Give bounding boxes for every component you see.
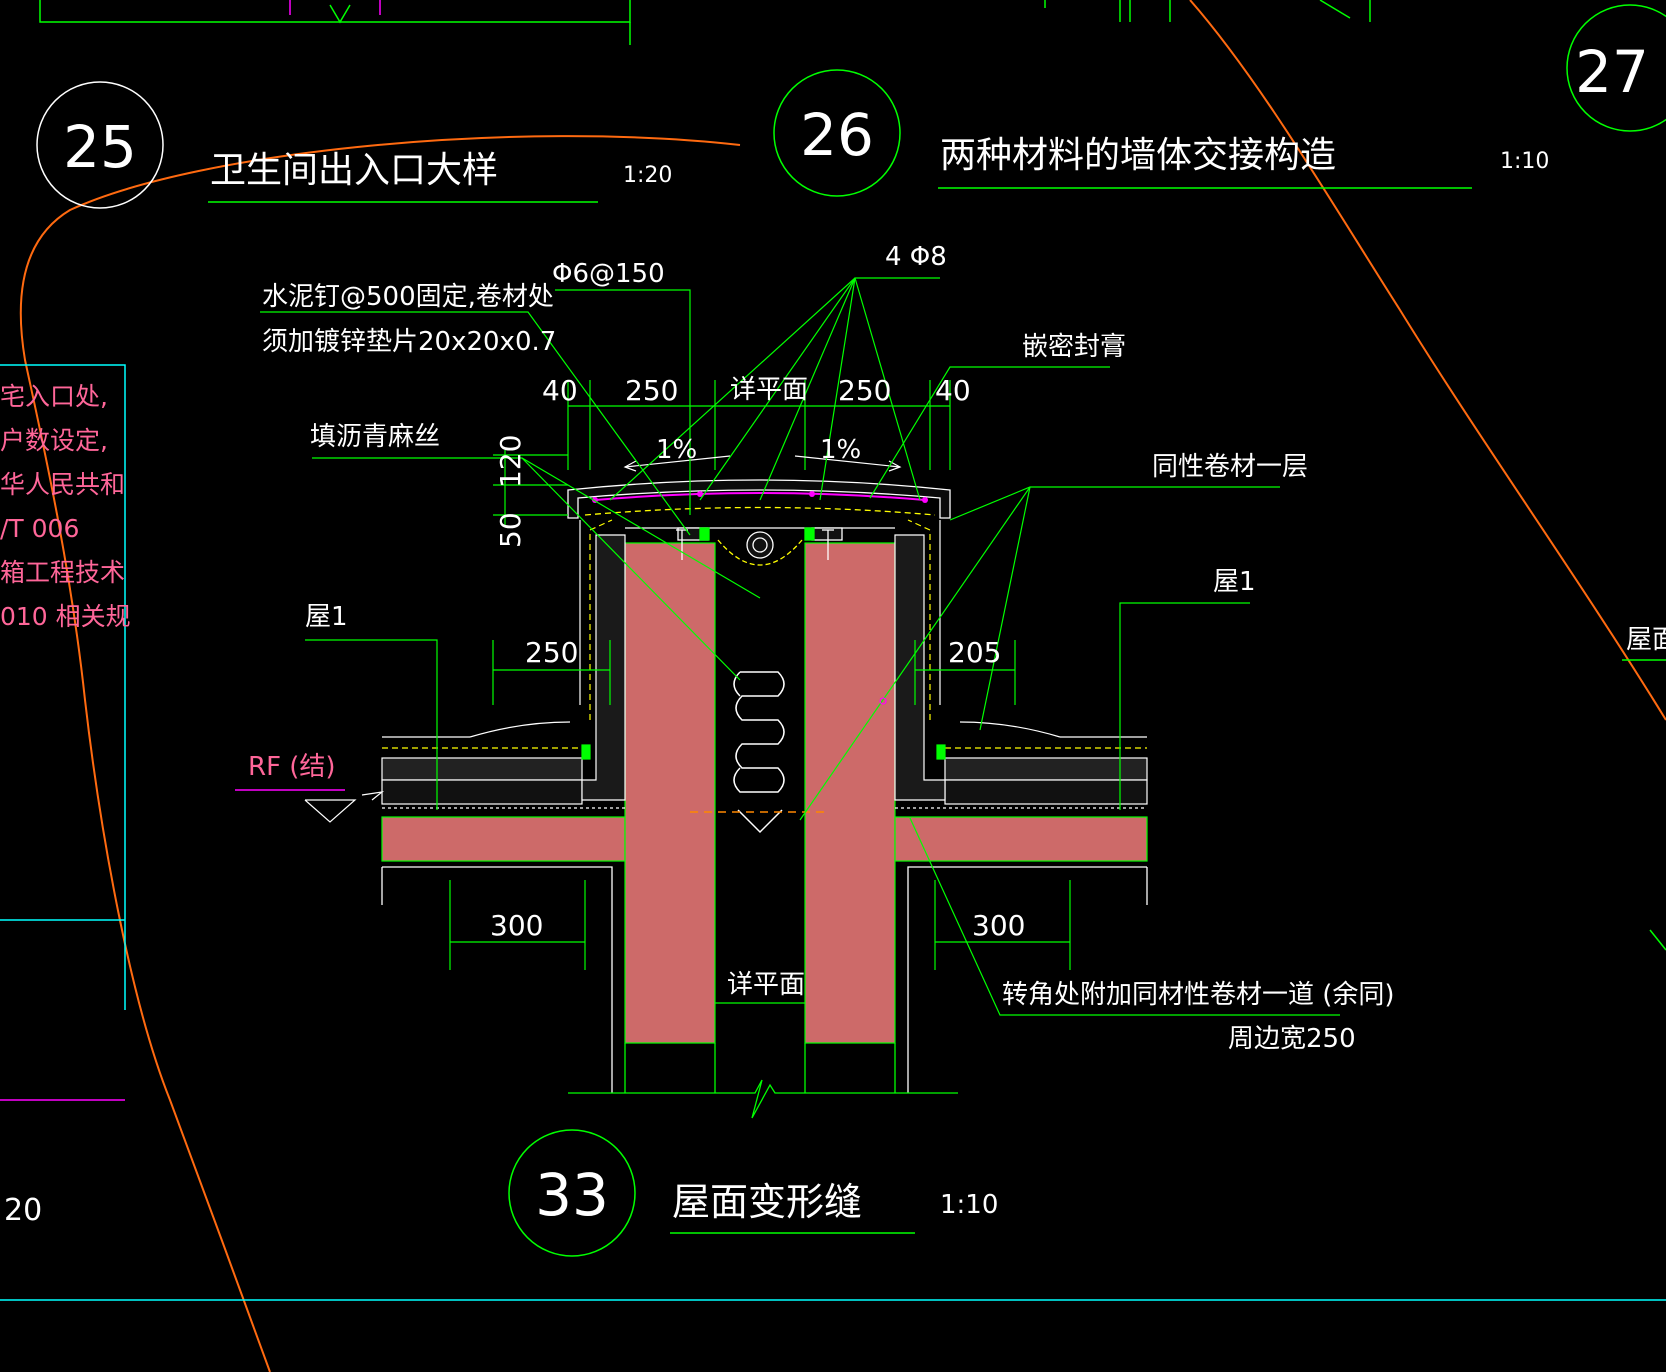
roof-layers-left <box>381 721 625 809</box>
left-note-line1: 宅入口处, <box>0 382 108 411</box>
see-plan-top-label: 详平面 <box>730 375 808 405</box>
dim-300-left: 300 <box>490 909 543 942</box>
left-notes: 宅入口处, 户数设定, 华人民共和 /T 006 箱工程技术 010 相关规 <box>0 382 131 631</box>
membrane-label: 同性卷材一层 <box>1152 452 1308 482</box>
nail-note-line2: 须加镀锌垫片20x20x0.7 <box>262 327 556 357</box>
sealant-label: 嵌密封膏 <box>1022 332 1126 362</box>
deformation-joint-section <box>235 277 1340 1119</box>
detail-26-number: 26 <box>800 101 874 169</box>
dim-205-right: 205 <box>948 636 1001 669</box>
left-note-line5: 箱工程技术 <box>0 558 125 587</box>
rf-level-label: RF (结) <box>248 752 336 782</box>
corner-note-line2: 周边宽250 <box>1228 1024 1356 1054</box>
leader-lines <box>260 277 1340 1016</box>
asphalt-filler-label: 填沥青麻丝 <box>310 422 440 452</box>
joint-bottom-v <box>737 809 783 834</box>
nail-note-line1: 水泥钉@500固定,卷材处 <box>262 282 554 312</box>
detail-26-scale: 1:10 <box>1500 149 1549 174</box>
detail-33-number: 33 <box>535 1161 609 1229</box>
detail-27-number: 27 <box>1575 38 1649 106</box>
top-dimension-lines <box>493 380 951 525</box>
dim-250-top-right: 250 <box>838 374 891 407</box>
roof-label-right: 屋1 <box>1213 567 1256 597</box>
rebar-main-label: 4 Φ8 <box>885 242 947 272</box>
detail-25-number: 25 <box>63 113 137 181</box>
dim-50: 50 <box>494 512 527 548</box>
joint-bellows <box>733 671 785 793</box>
see-plan-bottom-label: 详平面 <box>727 970 805 1000</box>
rf-level-marker <box>235 789 385 823</box>
structure-outlines <box>381 866 1148 1119</box>
dim-300-right: 300 <box>972 909 1025 942</box>
dim-250-top-left: 250 <box>625 374 678 407</box>
left-note-line3: 华人民共和 <box>0 470 125 499</box>
slope-right-label: 1% <box>820 435 861 465</box>
detail-25-name: 卫生间出入口大样 <box>210 150 498 191</box>
top-fragments <box>39 0 1371 45</box>
detail-33-annotations: 水泥钉@500固定,卷材处 须加镀锌垫片20x20x0.7 Φ6@150 4 Φ… <box>248 242 1395 1054</box>
slope-arrows <box>623 455 902 472</box>
upstand-insulation <box>579 519 946 801</box>
reference-point-marker <box>879 697 887 705</box>
detail-25-scale: 1:20 <box>623 163 672 188</box>
detail-33-scale: 1:10 <box>940 1190 998 1220</box>
dim-120: 120 <box>494 435 527 488</box>
orange-boundary-curve-right <box>1189 0 1666 721</box>
detail-26-name: 两种材料的墙体交接构造 <box>940 135 1336 176</box>
left-bottom-scale: 20 <box>4 1193 42 1228</box>
dim-250-left: 250 <box>525 636 578 669</box>
dim-40-left: 40 <box>542 374 578 407</box>
dim-40-right: 40 <box>935 374 971 407</box>
side-dimension-lines <box>449 640 1071 1004</box>
detail-26-title: 26 两种材料的墙体交接构造 1:10 <box>773 69 1549 197</box>
roof-label-left: 屋1 <box>305 602 348 632</box>
concrete-structure <box>381 542 1148 1044</box>
left-note-line2: 户数设定, <box>0 426 108 455</box>
right-edge-label: 屋面 <box>1626 625 1666 655</box>
left-note-line6: 010 相关规 <box>0 602 131 631</box>
detail-25-title: 25 卫生间出入口大样 1:20 <box>36 81 672 209</box>
orange-boundary-curve-left <box>19 135 741 1372</box>
roof-layers-right <box>895 721 1148 809</box>
corner-note-line1: 转角处附加同材性卷材一道 (余同) <box>1002 980 1395 1010</box>
detail-33-title: 33 屋面变形缝 1:10 <box>508 1129 998 1257</box>
joint-cover-cap <box>567 479 951 566</box>
right-edge-fragment: 屋面 <box>1622 625 1666 951</box>
detail-33-name: 屋面变形缝 <box>672 1180 862 1224</box>
left-note-line4: /T 006 <box>0 514 79 543</box>
left-note-box <box>0 364 126 1010</box>
detail-27-title: 27 <box>1566 4 1666 132</box>
rebar-stirrup-label: Φ6@150 <box>552 259 665 289</box>
dimension-labels: 40 250 250 40 250 205 300 300 120 50 <box>490 374 1025 942</box>
slope-left-label: 1% <box>656 435 697 465</box>
